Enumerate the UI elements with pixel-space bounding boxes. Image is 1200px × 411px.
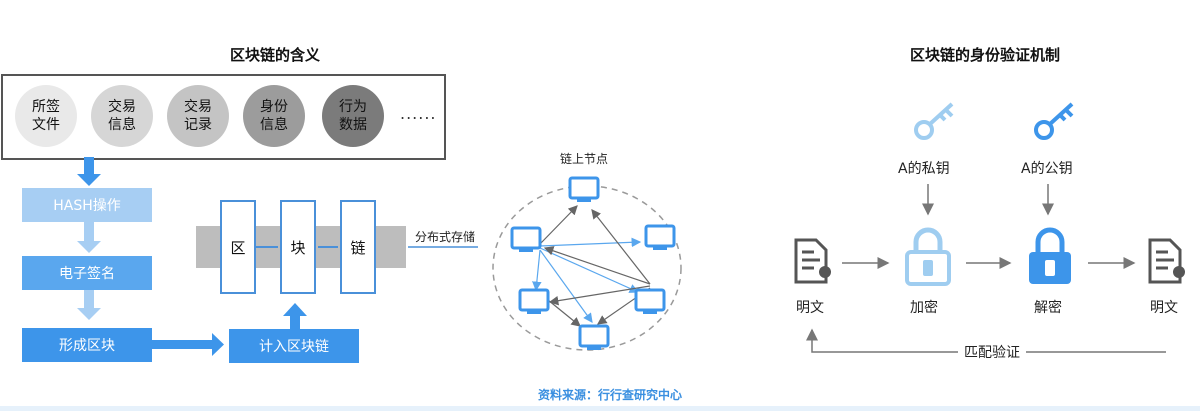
public-key-label: A的公钥 — [1021, 161, 1073, 177]
network-edges — [532, 205, 651, 327]
document-icon-1 — [794, 238, 831, 284]
document-icon-2 — [1148, 238, 1185, 284]
network-node-monitor-icon — [634, 288, 666, 314]
source-note: 资料来源：行行查研究中心 — [538, 388, 683, 402]
network-node-monitor-icon — [578, 324, 610, 350]
node-network — [492, 176, 682, 351]
step-signature: 电子签名 — [22, 256, 152, 290]
private-key-icon — [914, 102, 954, 140]
record-to-chain-box: 计入区块链 — [229, 329, 359, 363]
public-key-icon — [1034, 102, 1074, 140]
network-node-monitor-icon — [518, 288, 550, 314]
block-qu: 区 — [220, 200, 256, 294]
match-verify-label: 匹配验证 — [958, 342, 1026, 362]
right-title: 区块链的身份验证机制 — [910, 46, 1061, 64]
right-flow-arrows — [806, 184, 1166, 353]
step-form-block: 形成区块 — [22, 328, 152, 362]
more-items-ellipsis: ...... — [400, 104, 437, 123]
plaintext-label-2: 明文 — [1150, 300, 1178, 316]
data-item-transaction-record: 交易记录 — [167, 85, 229, 147]
private-key-label: A的私钥 — [898, 161, 950, 177]
block-lian: 链 — [340, 200, 376, 294]
network-node-monitor-icon — [644, 224, 676, 250]
network-nodes — [510, 176, 676, 350]
bottom-divider — [0, 406, 1200, 411]
step-hash: HASH操作 — [22, 188, 152, 222]
data-item-behavior-data: 行为数据 — [322, 85, 384, 147]
data-item-signed-file: 所签文件 — [15, 85, 77, 147]
distributed-storage-label: 分布式存储 — [415, 230, 476, 244]
data-item-transaction-info: 交易信息 — [91, 85, 153, 147]
left-flow-arrows — [77, 157, 478, 356]
network-node-monitor-icon — [568, 176, 600, 202]
decrypt-label: 解密 — [1034, 300, 1062, 316]
decrypt-lock-icon — [1029, 227, 1071, 284]
block-kuai: 块 — [280, 200, 316, 294]
encrypt-lock-icon — [905, 227, 951, 286]
encrypt-label: 加密 — [910, 300, 938, 316]
plaintext-label-1: 明文 — [796, 300, 824, 316]
network-node-monitor-icon — [510, 226, 542, 252]
network-title: 链上节点 — [560, 152, 609, 166]
data-item-identity-info: 身份信息 — [243, 85, 305, 147]
left-title: 区块链的含义 — [230, 46, 321, 64]
